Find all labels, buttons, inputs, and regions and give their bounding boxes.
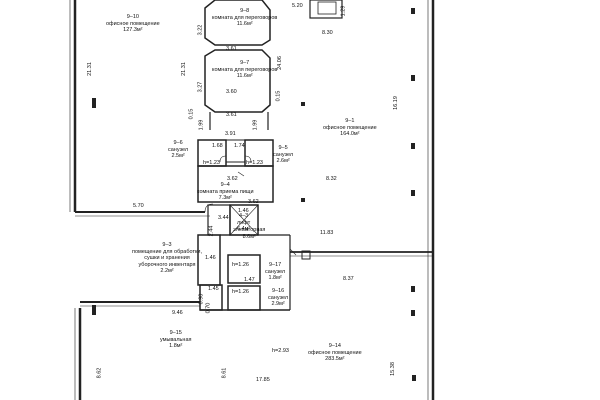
dim-label: 16.19 bbox=[392, 96, 399, 110]
dim-label: 3.22 bbox=[197, 24, 204, 36]
dim-label: 21.31 bbox=[86, 62, 93, 76]
room-9-8-outline bbox=[204, 0, 271, 46]
dim-label: 0.70 bbox=[205, 302, 212, 314]
dim-label: 8.37 bbox=[343, 276, 354, 282]
dim-label: 3.61 bbox=[226, 112, 237, 118]
dim-label: 1.46 bbox=[205, 255, 216, 261]
dim-label: 8.62 bbox=[96, 367, 103, 379]
room-label-9-14: 9–14 офисное помещение 283.5м² bbox=[308, 343, 362, 362]
dim-label: 3.62 bbox=[227, 176, 238, 182]
dim-label: 8.30 bbox=[322, 30, 333, 36]
dim-label: 0.15 bbox=[188, 108, 195, 120]
dim-label: 15.38 bbox=[389, 362, 396, 376]
dim-label: 3.60 bbox=[226, 89, 237, 95]
dim-label: 1.45 bbox=[208, 286, 219, 292]
dim-label: 8.32 bbox=[326, 176, 337, 182]
dim-label: 11.83 bbox=[320, 230, 334, 236]
room-9-4-outline bbox=[197, 165, 274, 203]
room-label-9-3: 9–3 помещение для обработки, сушки и хра… bbox=[132, 242, 202, 274]
room-label-9-16: 9–16 санузел 2.9м² bbox=[268, 288, 289, 307]
dim-label: 21.31 bbox=[180, 62, 187, 76]
dim-label: 1.99 bbox=[252, 119, 259, 131]
room-label-9-1: 9–1 офисное помещение 164.0м² bbox=[323, 118, 377, 137]
room-9-7-outline bbox=[204, 49, 271, 113]
room-label-9-8: 9–8 комната для переговоров 11.6м² bbox=[212, 8, 278, 27]
dim-label: 5.20 bbox=[292, 3, 303, 9]
room-label-9-10: 9–10 офисное помещение 127.3м² bbox=[106, 14, 160, 33]
room-label-4-3: 4–3 лифт 6.4м² bbox=[237, 213, 251, 232]
room-label-4-3-elevator-hall: элеваторная 8.6м² bbox=[233, 227, 266, 240]
room-label-9-5: 9–5 санузел 2.6м² bbox=[273, 145, 294, 164]
dim-label: 1.29 bbox=[340, 5, 347, 17]
dim-label: h=1.26 bbox=[232, 262, 249, 268]
dim-label: 3.44 bbox=[218, 215, 229, 221]
dim-label: 1.74 bbox=[234, 143, 245, 149]
dim-label: h=1.23 bbox=[203, 160, 220, 166]
room-label-9-7: 9–7 комната для переговоров 11.6м² bbox=[212, 60, 278, 79]
dim-label: 3.91 bbox=[225, 131, 236, 137]
dim-label: h=2.93 bbox=[272, 348, 289, 354]
dim-label: 9.46 bbox=[172, 310, 183, 316]
room-label-9-15: 9–15 умывальная 1.8м² bbox=[160, 330, 192, 349]
room-9-17-outline bbox=[227, 254, 261, 284]
dim-label: 1.46 bbox=[238, 208, 249, 214]
dim-label: h=1.26 bbox=[232, 289, 249, 295]
dim-label: 1.47 bbox=[244, 277, 255, 283]
dim-label: 2.44 bbox=[208, 225, 215, 237]
dim-label: 3.61 bbox=[226, 46, 237, 52]
dim-label: 24.06 bbox=[276, 56, 283, 70]
dim-label: 3.27 bbox=[197, 81, 204, 93]
dim-label: 0.15 bbox=[275, 90, 282, 102]
room-label-9-6: 9–6 санузел 2.5м² bbox=[168, 140, 189, 159]
room-label-9-17: 9–17 санузел 1.8м² bbox=[265, 262, 286, 281]
dim-label: 5.70 bbox=[133, 203, 144, 209]
dim-label: 1.68 bbox=[212, 143, 223, 149]
dim-label: h=1.23 bbox=[246, 160, 263, 166]
dim-label: 17.85 bbox=[256, 377, 270, 383]
dim-label: 8.61 bbox=[221, 367, 228, 379]
room-label-9-4: 9–4 комната приема пищи 7.3м² bbox=[197, 182, 254, 201]
dim-label: 0.90 bbox=[198, 293, 205, 305]
dim-label: 1.99 bbox=[198, 119, 205, 131]
dim-label: 3.62 bbox=[248, 199, 259, 205]
